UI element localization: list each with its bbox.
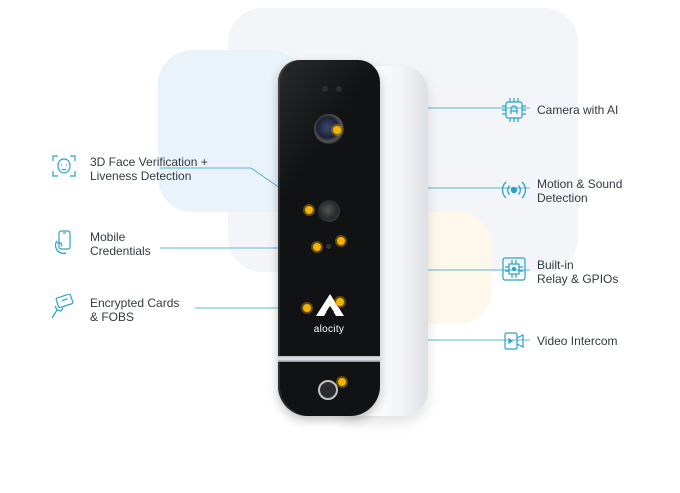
card-tap-hand-icon	[49, 294, 75, 320]
video-intercom-icon	[501, 328, 527, 354]
feature-label-motion-sound: Motion & Sound Detection	[537, 177, 623, 205]
marker-mobile-credentials	[313, 243, 321, 251]
feature-label-relay-gpio: Built-in Relay & GPIOs	[537, 258, 619, 286]
feature-label-mobile-credentials: Mobile Credentials	[90, 230, 151, 258]
marker-video-intercom	[338, 378, 346, 386]
feature-label-face-verification: 3D Face Verification + Liveness Detectio…	[90, 155, 208, 183]
alocity-device: alocity	[262, 60, 432, 422]
face-verification-camera	[318, 200, 340, 222]
marker-motion-sound	[337, 237, 345, 245]
face-scan-icon	[51, 153, 77, 179]
marker-camera-ai	[333, 126, 341, 134]
top-sensor-left	[322, 86, 328, 92]
motion-sensor	[326, 244, 331, 249]
top-sensor-right	[336, 86, 342, 92]
alocity-logo-icon	[316, 294, 344, 316]
motion-sound-waves-icon	[501, 177, 527, 203]
marker-face-verification	[305, 206, 313, 214]
feature-label-video-intercom: Video Intercom	[537, 334, 618, 348]
marker-encrypted-cards	[303, 304, 311, 312]
feature-label-encrypted-cards: Encrypted Cards & FOBS	[90, 296, 180, 324]
device-front-panel: alocity	[278, 60, 380, 416]
brand-name: alocity	[313, 324, 345, 335]
circuit-chip-icon	[501, 256, 527, 282]
feature-label-camera-ai: Camera with AI	[537, 103, 619, 117]
phone-hand-icon	[51, 229, 77, 255]
marker-relay-gpio	[336, 298, 344, 306]
intercom-call-button	[318, 380, 338, 400]
silver-band	[278, 356, 380, 362]
ai-camera-chip-icon	[501, 97, 527, 123]
